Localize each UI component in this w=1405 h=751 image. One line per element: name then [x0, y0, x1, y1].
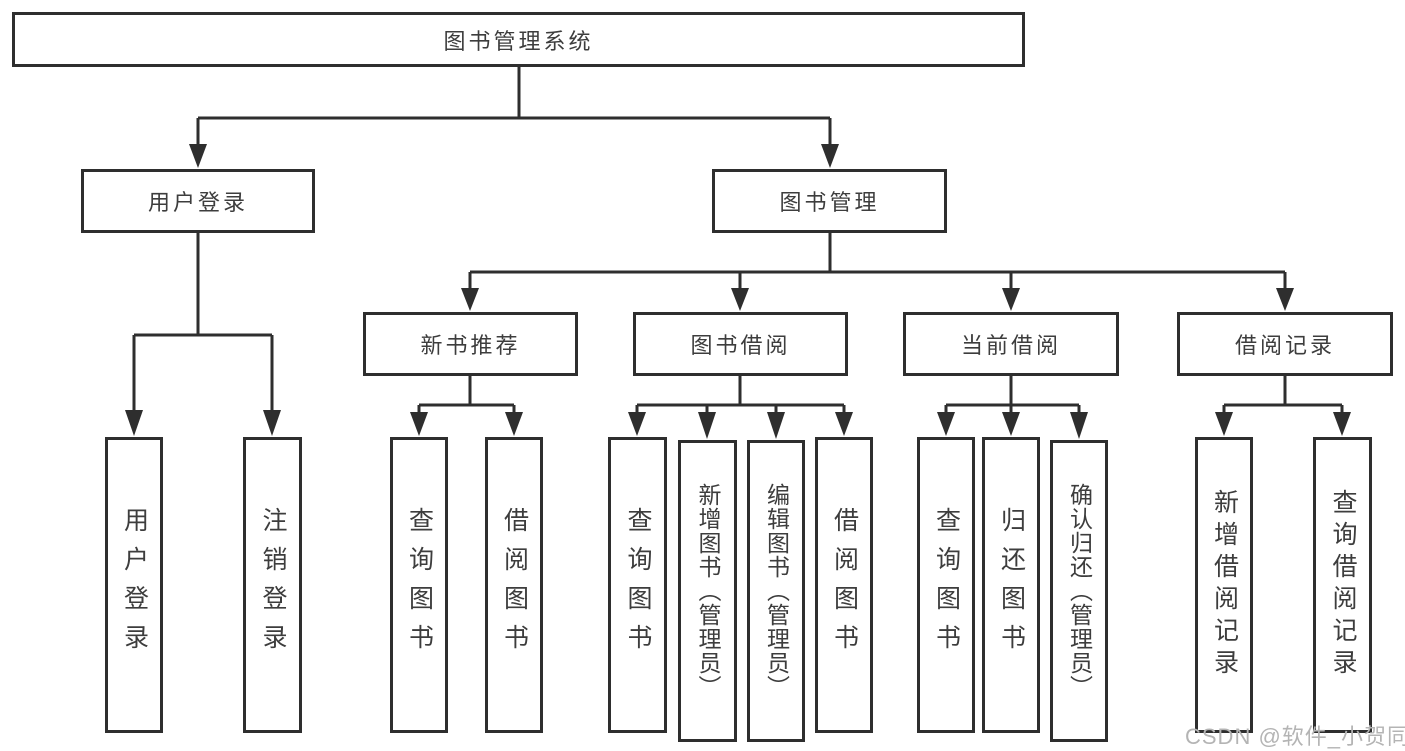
leaf-edit-book-admin-label: 编辑图书（管理员） — [763, 483, 790, 699]
node-new-book-recommendation: 新书推荐 — [363, 312, 578, 376]
leaf-confirm-return-admin: 确认归还（管理员） — [1050, 440, 1108, 742]
leaf-add-book-admin-label: 新增图书（管理员） — [695, 483, 721, 699]
leaf-user-login-label: 用户登录 — [120, 507, 149, 663]
leaf-return-book: 归还图书 — [982, 437, 1040, 733]
leaf-logout-label: 注销登录 — [259, 507, 287, 663]
node-user-login: 用户登录 — [81, 169, 315, 233]
leaf-return-book-label: 归还图书 — [997, 507, 1026, 663]
leaf-query-books-3: 查询图书 — [917, 437, 975, 733]
node-book-management: 图书管理 — [712, 169, 947, 233]
leaf-query-books-2-label: 查询图书 — [624, 507, 652, 663]
leaf-edit-book-admin: 编辑图书（管理员） — [747, 440, 805, 742]
node-current-borrowing: 当前借阅 — [903, 312, 1119, 376]
node-library-management-system: 图书管理系统 — [12, 12, 1025, 67]
node-borrowing-records: 借阅记录 — [1177, 312, 1393, 376]
leaf-add-borrow-record: 新增借阅记录 — [1195, 437, 1253, 733]
leaf-query-borrow-record: 查询借阅记录 — [1313, 437, 1372, 733]
leaf-logout: 注销登录 — [243, 437, 302, 733]
leaf-borrow-books-2: 借阅图书 — [815, 437, 873, 733]
leaf-borrow-books-2-label: 借阅图书 — [830, 507, 859, 663]
leaf-query-books-1: 查询图书 — [390, 437, 448, 733]
leaf-user-login: 用户登录 — [105, 437, 163, 733]
csdn-watermark: CSDN @软件_小贺同学 — [1185, 724, 1405, 749]
leaf-query-books-2: 查询图书 — [608, 437, 667, 733]
leaf-borrow-books-1-label: 借阅图书 — [500, 507, 529, 663]
leaf-query-borrow-record-label: 查询借阅记录 — [1329, 489, 1357, 681]
node-book-borrowing: 图书借阅 — [633, 312, 848, 376]
leaf-query-books-3-label: 查询图书 — [932, 507, 961, 663]
leaf-query-books-1-label: 查询图书 — [405, 507, 434, 663]
leaf-confirm-return-admin-label: 确认归还（管理员） — [1066, 483, 1093, 699]
leaf-borrow-books-1: 借阅图书 — [485, 437, 543, 733]
leaf-add-book-admin: 新增图书（管理员） — [678, 440, 737, 742]
leaf-add-borrow-record-label: 新增借阅记录 — [1210, 489, 1239, 681]
